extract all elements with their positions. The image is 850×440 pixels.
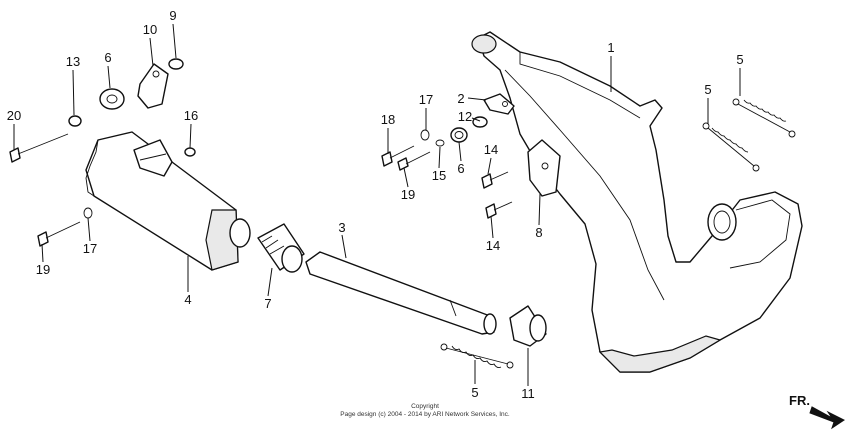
collar-part-13 (68, 115, 82, 127)
callout-1: 1 (607, 40, 614, 55)
nut-part-16 (184, 147, 196, 157)
leader-lines (13, 23, 741, 386)
joint-collar-part (509, 305, 547, 347)
bracket-part-10 (137, 63, 169, 109)
bolt-part-19-left (37, 221, 81, 247)
callout-3: 3 (338, 220, 345, 235)
callout-7: 7 (264, 296, 271, 311)
washer-part-17-left (83, 207, 93, 219)
callout-14-upper: 14 (484, 142, 498, 157)
coupler-part (257, 223, 305, 273)
rubber-mount-part-6-left (99, 88, 125, 110)
front-direction-arrow-icon (809, 406, 845, 430)
callout-4: 4 (184, 292, 191, 307)
bolt-part-20 (9, 133, 69, 163)
callout-20: 20 (7, 108, 21, 123)
callout-5-middle: 5 (704, 82, 711, 97)
callout-11: 11 (521, 386, 535, 401)
callout-5-lower: 5 (471, 385, 478, 400)
callout-19-left: 19 (36, 262, 50, 277)
expansion-chamber-part (471, 31, 803, 373)
callout-2: 2 (457, 91, 464, 106)
copyright-label: Copyright (411, 403, 439, 410)
collar-part-6-right (450, 127, 468, 143)
callout-14-lower: 14 (486, 238, 500, 253)
callout-16: 16 (184, 108, 198, 123)
callout-12: 12 (458, 109, 472, 124)
spring-washer-part-17-right (420, 129, 430, 141)
nut-part-9 (168, 58, 184, 70)
bolt-part-14-lower (485, 201, 513, 219)
copyright-notice: Page design (c) 2004 - 2014 by ARI Netwo… (340, 411, 510, 418)
callout-labels: 1 2 3 4 5 5 5 6 6 7 8 9 10 11 12 13 14 1… (7, 8, 744, 401)
callout-18: 18 (381, 112, 395, 127)
callout-5-upper: 5 (736, 52, 743, 67)
spring-upper-part (732, 98, 796, 138)
bolt-part-19-right (397, 151, 431, 171)
front-direction-label: FR. (789, 393, 810, 408)
spring-lower-part (440, 343, 514, 369)
silencer-part (85, 131, 251, 271)
washer-part-15 (435, 139, 445, 147)
link-pipe-part (305, 251, 497, 335)
callout-6-left: 6 (104, 50, 111, 65)
callout-17-left: 17 (83, 241, 97, 256)
callout-9: 9 (169, 8, 176, 23)
callout-10: 10 (143, 22, 157, 37)
callout-15: 15 (432, 168, 446, 183)
callout-6-right: 6 (457, 161, 464, 176)
callout-19-right: 19 (401, 187, 415, 202)
callout-13: 13 (66, 54, 80, 69)
bracket-part-2 (483, 93, 515, 115)
callout-8: 8 (535, 225, 542, 240)
stay-part-8 (527, 139, 561, 197)
spring-middle-part (702, 122, 760, 172)
callout-17-right: 17 (419, 92, 433, 107)
collar-part-12 (472, 116, 488, 128)
bolt-part-18 (381, 145, 415, 167)
bolt-part-14-upper (481, 171, 509, 189)
